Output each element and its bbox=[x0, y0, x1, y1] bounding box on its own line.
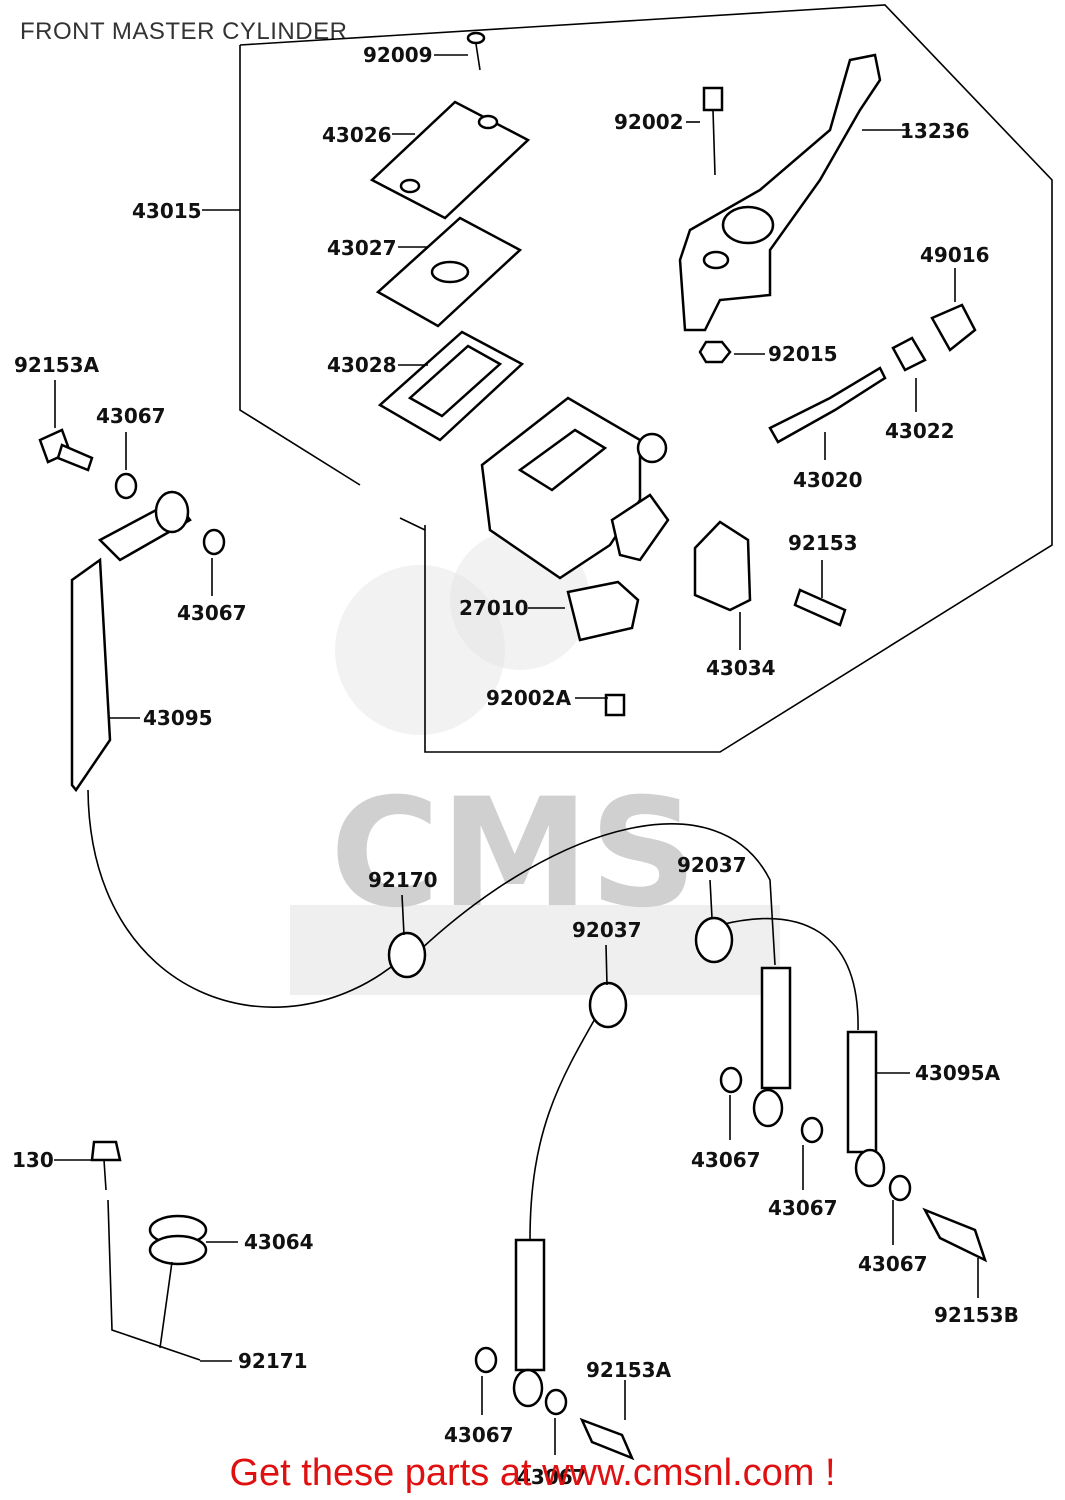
part-label: 92015 bbox=[768, 342, 838, 366]
piston-assembly bbox=[768, 303, 977, 444]
part-label: 43067 bbox=[177, 601, 247, 625]
part-label: 92009 bbox=[363, 43, 433, 67]
part-label: 13236 bbox=[900, 119, 970, 143]
part-label: 130 bbox=[12, 1148, 54, 1172]
part-label: 92153A bbox=[586, 1358, 672, 1382]
diaphragm bbox=[377, 330, 525, 442]
screw-icon bbox=[466, 31, 486, 71]
part-label: 92037 bbox=[677, 853, 747, 877]
part-label: 43034 bbox=[706, 656, 776, 680]
brake-lever bbox=[678, 53, 882, 332]
brake-hose bbox=[70, 490, 192, 793]
part-label: 92153A bbox=[14, 353, 100, 377]
part-label: 43067 bbox=[96, 404, 166, 428]
master-cylinder-body bbox=[480, 396, 670, 580]
part-label: 43095 bbox=[143, 706, 213, 730]
part-label: 43067 bbox=[768, 1196, 838, 1220]
part-label: 92171 bbox=[238, 1349, 308, 1373]
part-label: 43027 bbox=[327, 236, 397, 260]
part-label: 43067 bbox=[691, 1148, 761, 1172]
leader-lines bbox=[54, 54, 979, 1455]
part-label: 92037 bbox=[572, 918, 642, 942]
watermark-text: CMS bbox=[330, 767, 697, 941]
pivot-bolt-icon bbox=[702, 86, 724, 176]
part-labels: 92009 43026 43015 43027 43028 92002 1323… bbox=[12, 43, 1019, 1489]
part-label: 43067 bbox=[444, 1423, 514, 1447]
part-label: 92170 bbox=[368, 868, 438, 892]
part-label: 43015 bbox=[132, 199, 202, 223]
mount-bolt bbox=[90, 1140, 201, 1361]
reservoir-cap bbox=[369, 100, 531, 220]
assembly-outline bbox=[239, 4, 1053, 753]
part-label: 43067 bbox=[858, 1252, 928, 1276]
part-label: 43026 bbox=[322, 123, 392, 147]
part-label: 43028 bbox=[327, 353, 397, 377]
part-label: 43064 bbox=[244, 1230, 314, 1254]
part-label: 43095A bbox=[915, 1061, 1001, 1085]
holder-clamp bbox=[693, 520, 847, 627]
banjo-bolt-icon bbox=[38, 428, 94, 472]
washer-icon bbox=[202, 528, 226, 556]
grommet-icon bbox=[148, 1214, 208, 1349]
diaphragm-plate bbox=[375, 216, 523, 328]
lower-pipe-right bbox=[419, 823, 776, 966]
part-label: 49016 bbox=[920, 243, 990, 267]
part-label: 92153 bbox=[788, 531, 858, 555]
part-label: 92002 bbox=[614, 110, 684, 134]
hose-right bbox=[512, 966, 886, 1408]
nut-icon bbox=[698, 340, 732, 364]
promo-footer-link[interactable]: Get these parts at www.cmsnl.com ! bbox=[229, 1452, 836, 1494]
banjo-fitting-left bbox=[387, 916, 734, 1029]
part-label: 43022 bbox=[885, 419, 955, 443]
part-label: 92153B bbox=[934, 1303, 1019, 1327]
banjo-bolt-lower bbox=[579, 1207, 988, 1461]
page-title: FRONT MASTER CYLINDER bbox=[20, 18, 348, 45]
part-label: 92002A bbox=[486, 686, 572, 710]
washer-icon bbox=[114, 472, 138, 500]
part-label: 27010 bbox=[459, 596, 529, 620]
part-label: 43020 bbox=[793, 468, 863, 492]
part-label: 43067 bbox=[517, 1465, 587, 1489]
washers-lower bbox=[474, 1066, 912, 1416]
brake-switch bbox=[566, 580, 640, 717]
